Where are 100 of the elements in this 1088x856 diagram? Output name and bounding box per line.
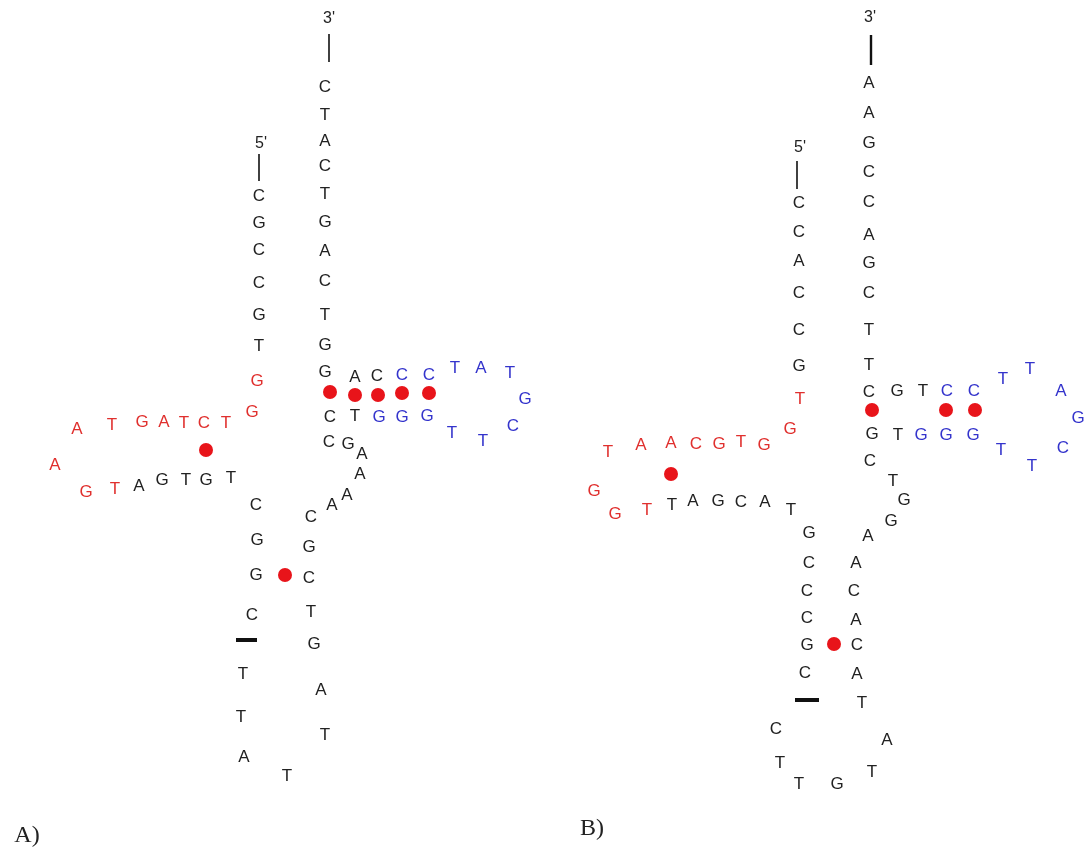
nucleotide-letter: C (395, 365, 409, 383)
nucleotide-letter: G (249, 565, 263, 583)
nucleotide-letter: C (370, 366, 384, 384)
nucleotide-letter: A (687, 491, 699, 509)
nucleotide-letter: C (245, 605, 259, 623)
nucleotide-letter: T (446, 423, 458, 441)
nucleotide-letter: T (504, 363, 516, 381)
nucleotide-letter: G (608, 504, 622, 522)
nucleotide-letter: G (862, 133, 876, 151)
nucleotide-letter: G (865, 424, 879, 442)
nucleotide-letter: A (635, 435, 647, 453)
nucleotide-letter: C (863, 451, 877, 469)
nucleotide-letter: C (862, 283, 876, 301)
nucleotide-letter: C (318, 77, 332, 95)
nucleotide-letter: C (323, 407, 337, 425)
nucleotide-letter: A (863, 73, 875, 91)
nucleotide-letter: G (897, 490, 911, 508)
nucleotide-letter: T (237, 664, 249, 682)
nucleotide-letter: T (220, 413, 232, 431)
nucleotide-letter: G (250, 530, 264, 548)
nucleotide-letter: A (881, 730, 893, 748)
strand-end-label: 3' (864, 9, 876, 25)
nucleotide-letter: G (862, 253, 876, 271)
nucleotide-letter: A (341, 485, 353, 503)
nucleotide-letter: A (793, 251, 805, 269)
panel-label: A) (14, 822, 40, 846)
nucleotide-letter: C (792, 193, 806, 211)
nucleotide-letter: G (420, 406, 434, 424)
nucleotide-letter: A (71, 419, 83, 437)
nucleotide-letter: G (372, 407, 386, 425)
nucleotide-letter: T (281, 766, 293, 784)
nucleotide-letter: T (863, 355, 875, 373)
nucleotide-letter: T (785, 500, 797, 518)
nucleotide-letter: G (245, 402, 259, 420)
nucleotide-letter: G (914, 425, 928, 443)
nucleotide-letter: T (997, 369, 1009, 387)
nucleotide-letter: A (863, 225, 875, 243)
nucleotide-letter: T (666, 495, 678, 513)
nucleotide-letter: C (862, 162, 876, 180)
nucleotide-letter: A (862, 526, 874, 544)
nucleotide-letter: G (939, 425, 953, 443)
nucleotide-letter: C (798, 663, 812, 681)
nucleotide-letter: G (199, 470, 213, 488)
nucleotide-letter: T (602, 442, 614, 460)
nucleotide-letter: T (109, 479, 121, 497)
nucleotide-letter: C (769, 719, 783, 737)
nucleotide-letter: C (940, 381, 954, 399)
nucleotide-letter: T (917, 381, 929, 399)
nucleotide-letter: G (252, 305, 266, 323)
strand-end-label: 5' (794, 139, 806, 155)
nucleotide-letter: C (304, 507, 318, 525)
nucleotide-letter: C (422, 365, 436, 383)
nucleotide-letter: G (830, 774, 844, 792)
nucleotide-letter: T (106, 415, 118, 433)
nucleotide-letter: A (354, 464, 366, 482)
nucleotide-letter: C (318, 271, 332, 289)
nucleotide-letter: C (252, 273, 266, 291)
nucleotide-letter: C (318, 156, 332, 174)
nucleotide-letter: G (155, 470, 169, 488)
nucleotide-letter: G (252, 213, 266, 231)
nucleotide-letter: G (135, 412, 149, 430)
nucleotide-letter: A (349, 367, 361, 385)
nucleotide-letter: T (319, 184, 331, 202)
nucleotide-letter: T (235, 707, 247, 725)
nucleotide-letter: A (759, 492, 771, 510)
nucleotide-letter: T (887, 471, 899, 489)
nucleotide-letter: T (863, 320, 875, 338)
nucleotide-letter: C (850, 635, 864, 653)
nucleotide-letter: G (395, 407, 409, 425)
nucleotide-letter: G (302, 537, 316, 555)
nucleotide-letter: C (862, 382, 876, 400)
nucleotide-letter: A (863, 103, 875, 121)
nucleotide-letter: T (319, 725, 331, 743)
nucleotide-letter: G (792, 356, 806, 374)
nucleotide-letter: G (318, 335, 332, 353)
nucleotide-letter: A (475, 358, 487, 376)
nucleotide-letter: G (318, 362, 332, 380)
nucleotide-letter: G (802, 523, 816, 541)
nucleotide-letter: T (866, 762, 878, 780)
nucleotide-letter: T (793, 774, 805, 792)
nucleotide-letter: A (319, 241, 331, 259)
nucleotide-letter: A (315, 680, 327, 698)
nucleotide-letter: A (850, 610, 862, 628)
nucleotide-letter: C (249, 495, 263, 513)
nucleotide-letter: T (641, 500, 653, 518)
nucleotide-letter: A (851, 664, 863, 682)
nucleotide-letter: G (518, 389, 532, 407)
nucleotide-letter: C (802, 553, 816, 571)
nucleotide-letter: T (180, 470, 192, 488)
nucleotide-letter: A (326, 495, 338, 513)
nucleotide-letter: C (862, 192, 876, 210)
nucleotide-letter: C (197, 413, 211, 431)
nucleotide-letter: C (302, 568, 316, 586)
nucleotide-letter: G (587, 481, 601, 499)
nucleotide-letter: G (711, 491, 725, 509)
nucleotide-letter: T (319, 105, 331, 123)
nucleotide-letter: C (252, 186, 266, 204)
nucleotide-letter: T (253, 336, 265, 354)
nucleotide-letter: C (506, 416, 520, 434)
nucleotide-letter: T (1024, 359, 1036, 377)
